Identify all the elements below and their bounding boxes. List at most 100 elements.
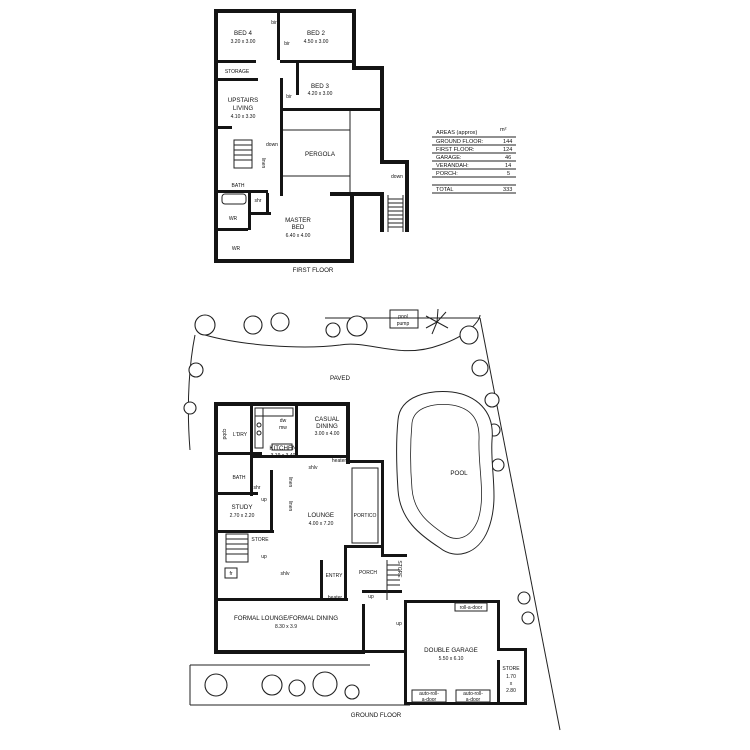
tree-icon: [517, 591, 531, 605]
store3-size: 1.70: [506, 674, 516, 680]
roll-a-door: [454, 602, 488, 612]
ground-floor-title: GROUND FLOOR: [351, 712, 402, 719]
tree-icon: [188, 362, 204, 378]
wall: [380, 192, 384, 232]
master-sub: BED: [292, 224, 305, 231]
wall: [380, 66, 384, 162]
wall: [497, 660, 500, 704]
kitchen-island: [271, 443, 293, 451]
pool-pump-label: pump: [397, 321, 410, 327]
wall: [296, 63, 299, 95]
wall: [295, 406, 298, 458]
wall: [218, 598, 348, 601]
kitchen-bench: [254, 407, 294, 417]
linen-label: linen: [260, 158, 266, 169]
paved-label: PAVED: [330, 375, 351, 382]
entry-label: ENTRY: [326, 573, 344, 579]
auto-roll-door-label: auto-roll-: [463, 691, 483, 697]
wall: [344, 545, 347, 601]
tree-icon: [288, 679, 306, 697]
tree-icon: [270, 312, 290, 332]
wr2-label: WR: [232, 246, 241, 252]
wall: [497, 600, 500, 650]
wall: [214, 9, 356, 13]
bed2-label: BED 2: [307, 30, 325, 37]
tree-icon: [346, 315, 368, 337]
master-size: 6.40 x 4.00: [286, 233, 311, 239]
formal-lounge-size: 8.30 x 3.9: [275, 624, 297, 630]
wall: [405, 160, 409, 232]
shr-label: shr: [255, 198, 262, 204]
lounge-size: 4.00 x 7.20: [309, 521, 334, 527]
pool-pump-label: pool: [398, 314, 407, 320]
first-floor-stair: [387, 195, 404, 232]
up-label: up: [368, 594, 374, 600]
bath-label: BATH: [233, 475, 246, 481]
area-total-value: 333: [503, 187, 512, 193]
bed3-label: BED 3: [311, 83, 329, 90]
tree-icon: [243, 315, 263, 335]
tree-icon: [521, 611, 535, 625]
wall: [214, 402, 350, 406]
wall: [266, 193, 269, 213]
auto-roll-a-door: [411, 689, 447, 703]
shlv-label: shlv: [281, 571, 290, 577]
kitchen-label: KITCHEN: [269, 445, 296, 452]
wall: [214, 259, 354, 263]
wall: [218, 452, 262, 455]
area-total-label: TOTAL: [436, 187, 454, 193]
wall: [218, 190, 268, 193]
wall: [362, 590, 402, 593]
tree-icon: [204, 673, 228, 697]
store2-label: STORE: [396, 560, 402, 578]
auto-roll-door-label: a-door: [422, 697, 437, 703]
wr1-label: WR: [229, 216, 238, 222]
areas-unit: m²: [500, 127, 507, 133]
area-row-value: 124: [503, 147, 512, 153]
wall: [404, 702, 527, 705]
wall: [214, 402, 218, 654]
study-size: 2.70 x 2.20: [230, 513, 255, 519]
porch-stair: [386, 560, 400, 600]
casual-dining-label: CASUAL: [315, 416, 340, 423]
area-row-value: 14: [505, 163, 511, 169]
wall: [404, 600, 500, 603]
bir-label: bir: [271, 20, 277, 26]
wall: [352, 9, 356, 69]
wall: [248, 190, 251, 230]
roll-a-door-label: roll-a-door: [460, 605, 483, 611]
wall: [381, 554, 407, 557]
area-row-label: PORCH:: [436, 171, 458, 177]
cupboard-label: cpbd: [221, 429, 227, 440]
tree-icon: [344, 684, 360, 700]
wall: [253, 455, 348, 458]
wall: [218, 530, 274, 533]
wall: [330, 192, 382, 196]
wall: [218, 228, 248, 231]
fireplace: [224, 567, 238, 579]
ground-floor-plan: L'DRY KITCHEN 3.19 x 3.40 CASUAL DINING …: [214, 402, 527, 719]
tree-icon: [261, 674, 283, 696]
study-label: STUDY: [232, 504, 253, 511]
wall: [346, 402, 350, 464]
tree-icon: [312, 671, 338, 697]
master-label: MASTER: [285, 217, 311, 224]
pergola-label: PERGOLA: [305, 151, 336, 158]
area-row-label: VERANDAH:: [436, 163, 469, 169]
microwave-label: mw: [279, 425, 287, 431]
upstairs-size: 4.10 x 3.30: [231, 114, 256, 120]
store3-size: 2.80: [506, 688, 516, 694]
kitchen-bench: [254, 407, 264, 449]
auto-roll-door-label: auto-roll-: [419, 691, 439, 697]
casual-dining-size: 3.00 x 4.00: [315, 431, 340, 437]
upstairs-label: UPSTAIRS: [228, 97, 258, 104]
palm-tree-icon: [425, 308, 449, 335]
wall: [380, 160, 408, 164]
ground-stair: [225, 533, 249, 563]
wall: [250, 406, 253, 496]
ground-floor-site: pool pump PAVED POOL: [183, 308, 561, 731]
bed4-label: BED 4: [234, 30, 252, 37]
pool-inner: [410, 404, 482, 539]
pool-label: POOL: [450, 470, 468, 477]
